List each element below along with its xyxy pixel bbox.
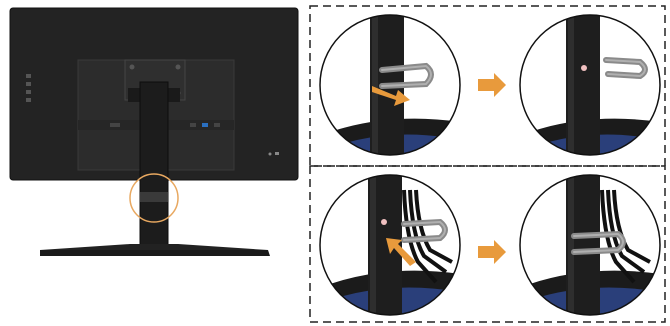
port: [110, 123, 120, 127]
port: [190, 123, 196, 127]
kensington-slot: [275, 152, 279, 155]
step-2-detail-after: [520, 170, 660, 320]
vesa-screw-hole: [176, 65, 181, 70]
step-arrow-icon: [478, 240, 506, 264]
cable-clip-on-stand: [140, 192, 168, 202]
step-2-detail-before: [320, 170, 460, 320]
step-arrow-icon: [478, 73, 506, 97]
port: [214, 123, 220, 127]
vesa-screw-hole: [130, 65, 135, 70]
stand-base: [40, 250, 270, 256]
step-1-detail-after: [520, 10, 660, 160]
port: [202, 123, 208, 127]
stand-column: [140, 82, 168, 252]
monitor-rear-view: [10, 8, 298, 256]
power-indicator: [269, 153, 272, 156]
clip-hole: [581, 65, 587, 71]
step-1-detail-before: [320, 10, 460, 160]
